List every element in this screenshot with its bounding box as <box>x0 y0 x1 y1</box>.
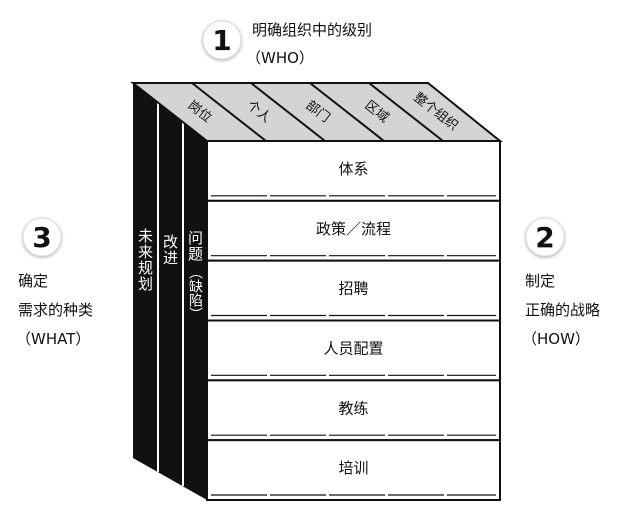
callout-how-number: 2 <box>535 221 554 254</box>
side-column-problem: 问题 <box>186 230 204 262</box>
front-row-box <box>206 199 501 262</box>
callout-what-line3: （WHAT） <box>16 330 91 348</box>
callout-who-line2: （WHO） <box>246 49 314 67</box>
callout-how-line2: 正确的战略 <box>525 301 601 319</box>
front-row-label: 体系 <box>338 160 368 178</box>
callout-who-number: 1 <box>212 24 231 57</box>
callout-how-line3: （HOW） <box>522 330 590 348</box>
side-column-future-planning: 未来规划 <box>136 228 154 292</box>
front-face-border <box>206 140 501 501</box>
callout-who-line1: 明确组织中的级别 <box>252 21 373 39</box>
top-divider-2 <box>250 82 326 142</box>
front-row-label: 人员配置 <box>323 339 383 357</box>
front-row-label: 培训 <box>338 459 368 477</box>
callout-what-line1: 确定 <box>18 272 49 290</box>
callout-how-line1: 制定 <box>525 272 556 290</box>
callout-what-number: 3 <box>32 221 51 254</box>
front-row-label: 政策／流程 <box>316 220 391 238</box>
side-column-improvement: 改进 <box>161 234 179 266</box>
front-row-label: 招聘 <box>338 280 368 298</box>
front-row-box <box>206 259 501 322</box>
front-row-box <box>206 379 501 442</box>
top-divider-3 <box>309 82 385 142</box>
callout-what-circle <box>22 217 62 257</box>
callout-how-circle <box>525 217 565 257</box>
side-face <box>133 83 207 500</box>
top-divider-1 <box>191 82 267 142</box>
side-column-problem-paren: （缺陷） <box>187 265 203 321</box>
callout-what-line2: 需求的种类 <box>18 301 94 319</box>
callout-who-circle <box>202 20 242 60</box>
front-row-label: 教练 <box>338 399 368 417</box>
top-divider-4 <box>368 82 444 142</box>
